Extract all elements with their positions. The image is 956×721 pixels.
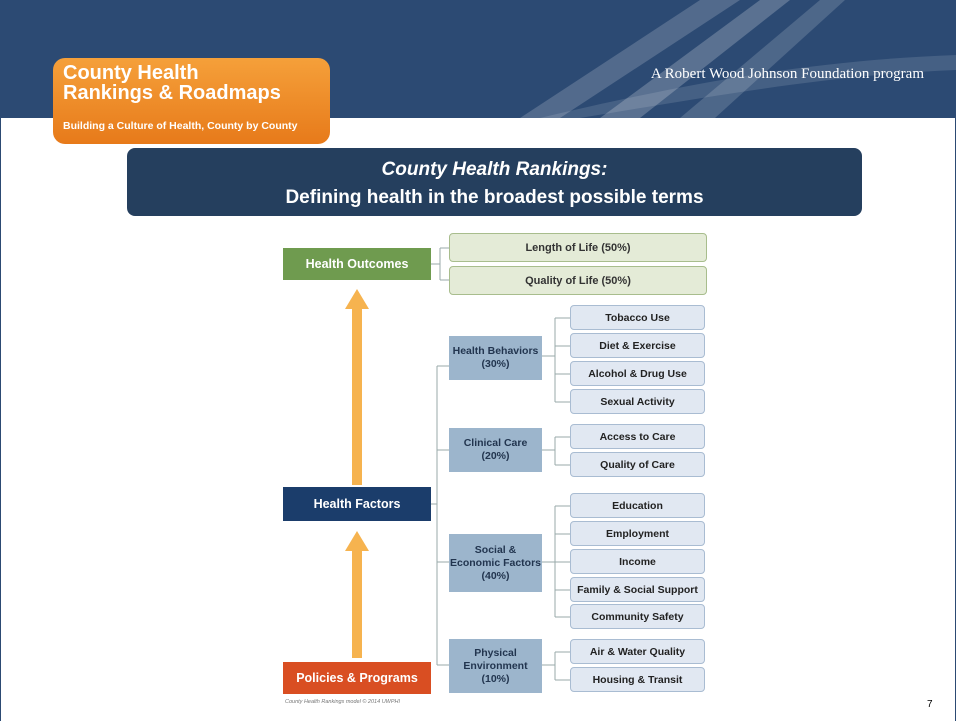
tobacco-use-box: Tobacco Use: [570, 305, 705, 330]
income-box: Income: [570, 549, 705, 574]
housing-transit-box: Housing & Transit: [570, 667, 705, 692]
family-social-support-box: Family & Social Support: [570, 577, 705, 602]
education-box: Education: [570, 493, 705, 518]
social-economic-box: Social & Economic Factors (40%): [449, 534, 542, 592]
physical-environment-box: Physical Environment (10%): [449, 639, 542, 693]
sexual-activity-box: Sexual Activity: [570, 389, 705, 414]
policies-programs-box: Policies & Programs: [283, 662, 431, 694]
slide-subtitle: Defining health in the broadest possible…: [285, 187, 704, 208]
logo-line-1: County Health: [63, 62, 199, 84]
diet-exercise-box: Diet & Exercise: [570, 333, 705, 358]
community-safety-box: Community Safety: [570, 604, 705, 629]
county-health-logo: County Health Rankings & Roadmaps Buildi…: [53, 58, 330, 144]
model-footnote: County Health Rankings model © 2014 UWPH…: [285, 699, 401, 705]
quality-of-care-box: Quality of Care: [570, 452, 705, 477]
length-of-life-box: Length of Life (50%): [449, 233, 707, 262]
header-swoosh-graphic: [520, 0, 956, 118]
slide-border-left: [0, 118, 1, 721]
health-behaviors-box: Health Behaviors (30%): [449, 336, 542, 380]
logo-line-2: Rankings & Roadmaps: [63, 82, 281, 104]
health-outcomes-box: Health Outcomes: [283, 248, 431, 280]
air-water-quality-box: Air & Water Quality: [570, 639, 705, 664]
employment-box: Employment: [570, 521, 705, 546]
clinical-care-box: Clinical Care (20%): [449, 428, 542, 472]
arrow-to-factors: [345, 531, 369, 658]
slide-number: 7: [927, 699, 933, 710]
alcohol-drug-use-box: Alcohol & Drug Use: [570, 361, 705, 386]
access-to-care-box: Access to Care: [570, 424, 705, 449]
quality-of-life-box: Quality of Life (50%): [449, 266, 707, 295]
arrow-to-outcomes: [345, 289, 369, 485]
program-tagline: A Robert Wood Johnson Foundation program: [650, 66, 924, 82]
health-factors-box: Health Factors: [283, 487, 431, 521]
logo-tagline: Building a Culture of Health, County by …: [63, 120, 298, 132]
slide-title: County Health Rankings:: [381, 159, 608, 180]
slide-title-box: County Health Rankings: Defining health …: [127, 148, 862, 216]
